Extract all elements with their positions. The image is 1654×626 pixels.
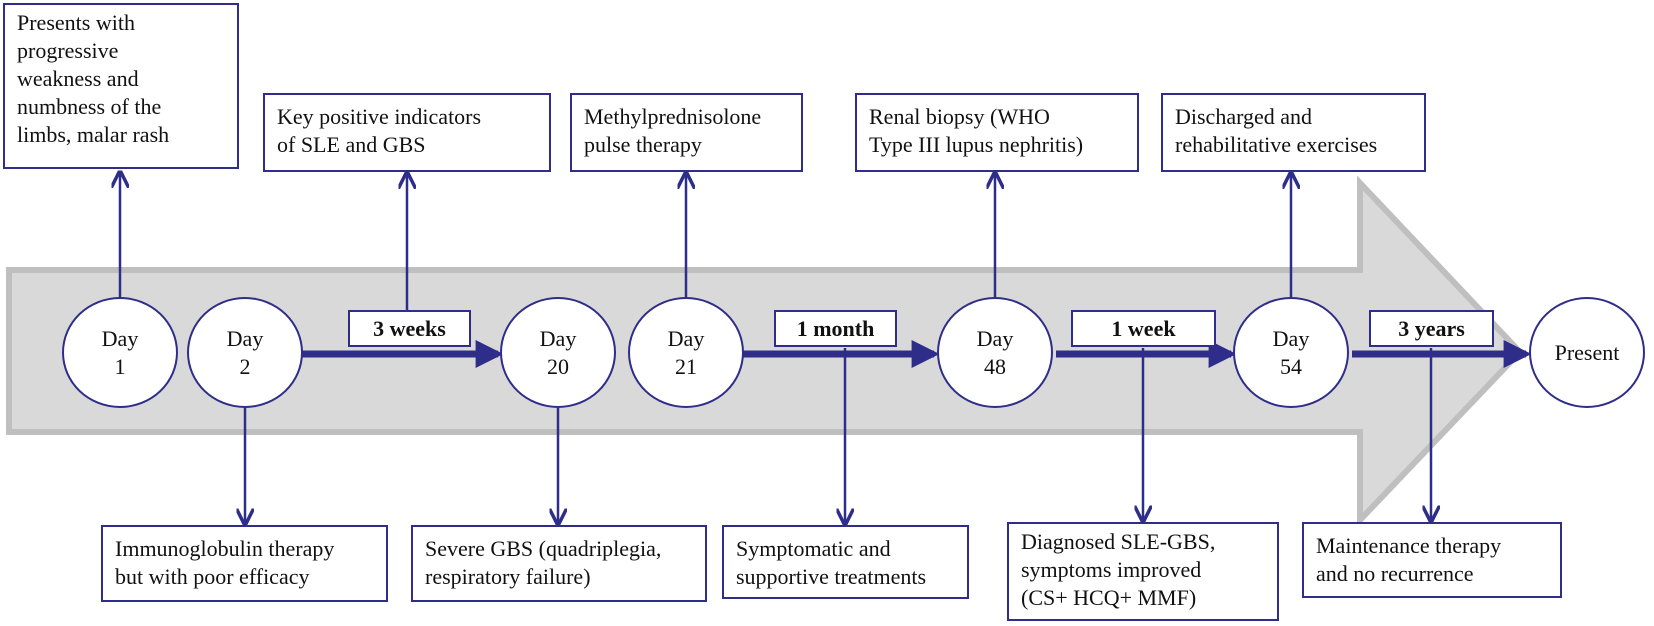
node-day-21: Day 21 — [628, 297, 744, 408]
duration-label-3-years: 3 years — [1369, 310, 1494, 347]
node-day-20-number: 20 — [547, 353, 569, 379]
event-box-1month: Symptomatic and supportive treatments — [722, 525, 969, 599]
node-day-20: Day 20 — [500, 297, 616, 408]
event-box-day54: Discharged and rehabilitative exercises — [1161, 93, 1426, 172]
event-box-3years: Maintenance therapy and no recurrence — [1302, 522, 1562, 598]
node-day-54-label: Day — [1272, 325, 1310, 351]
node-day-21-number: 21 — [675, 353, 697, 379]
node-day-1-number: 1 — [114, 353, 126, 379]
node-day-1-label: Day — [101, 325, 139, 351]
event-box-day20: Severe GBS (quadriplegia, respiratory fa… — [411, 525, 707, 602]
node-day-2-label: Day — [226, 325, 264, 351]
duration-label-1-month: 1 month — [774, 310, 897, 347]
node-present: Present — [1529, 297, 1645, 408]
event-box-day2: Immunoglobulin therapy but with poor eff… — [101, 525, 388, 602]
event-box-day1: Presents with progressive weakness and n… — [3, 3, 239, 169]
node-day-20-label: Day — [539, 325, 577, 351]
node-day-48: Day 48 — [937, 297, 1053, 408]
node-day-48-number: 48 — [984, 353, 1006, 379]
event-box-key-indicators: Key positive indicators of SLE and GBS — [263, 93, 551, 172]
node-day-1: Day 1 — [62, 297, 178, 408]
duration-label-1-week: 1 week — [1071, 310, 1216, 347]
node-day-2: Day 2 — [187, 297, 303, 408]
node-day-54: Day 54 — [1233, 297, 1349, 408]
node-day-54-number: 54 — [1280, 353, 1302, 379]
event-box-day21: Methylprednisolone pulse therapy — [570, 93, 803, 172]
node-day-21-label: Day — [667, 325, 705, 351]
event-box-day48: Renal biopsy (WHO Type III lupus nephrit… — [855, 93, 1139, 172]
node-day-2-number: 2 — [239, 353, 251, 379]
node-day-48-label: Day — [976, 325, 1014, 351]
event-box-1week: Diagnosed SLE-GBS, symptoms improved (CS… — [1007, 522, 1279, 621]
duration-label-3-weeks: 3 weeks — [348, 310, 471, 347]
node-present-label: Present — [1554, 339, 1620, 365]
